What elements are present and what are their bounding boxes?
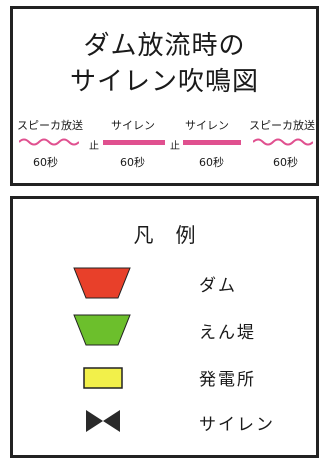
sequence-label-siren-1: サイレン [111,119,155,132]
legend-title: 凡例 [133,223,218,247]
legend-panel: 凡例 ダム えん堤 発電所 サイレン [10,196,319,458]
legend-label-dam: ダム [199,276,237,296]
sequence-label-speaker-2: スピーカ放送 [249,119,315,132]
legend-label-embankment: えん堤 [199,323,256,343]
sequence-label-siren-2: サイレン [185,119,229,132]
sequence-duration-siren-1: 60秒 [120,156,145,169]
siren-diagram-panel: ダム放流時の サイレン吹鳴図 スピーカ放送 60秒 止 サイレン 60秒 止 サ… [10,6,319,186]
sequence-label-speaker-1: スピーカ放送 [17,119,83,132]
legend-label-power-station: 発電所 [199,370,256,390]
diagram-title-line-2: サイレン吹鳴図 [69,67,259,97]
diagram-title-line-1: ダム放流時の [83,31,246,61]
sequence-duration-siren-2: 60秒 [199,156,224,169]
red-trapezoid-icon [73,267,131,299]
sequence-duration-speaker-1: 60秒 [33,156,58,169]
yellow-rectangle-icon [83,367,123,389]
speaker-wave-icon [19,138,79,146]
bowtie-icon [86,410,120,432]
siren-bar-2 [183,140,241,145]
sequence-duration-speaker-2: 60秒 [273,156,298,169]
sequence-stop-2: 止 [170,141,180,152]
green-trapezoid-icon [73,314,131,346]
legend-label-siren: サイレン [199,415,275,435]
sequence-stop-1: 止 [89,141,99,152]
siren-bar-1 [103,140,165,145]
speaker-wave-icon [253,138,313,146]
